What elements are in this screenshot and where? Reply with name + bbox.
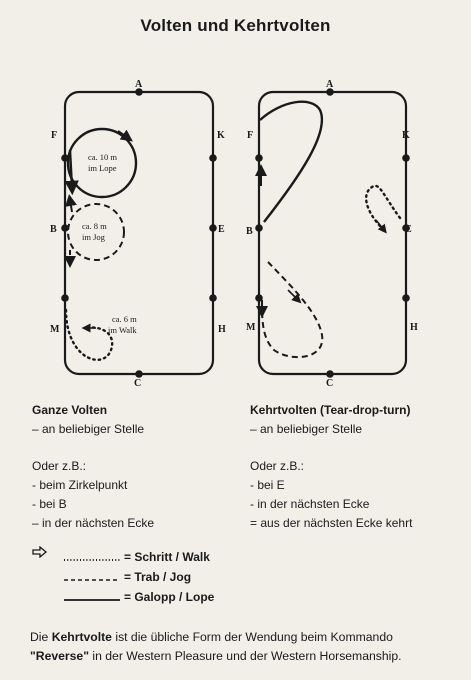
marker-dot-k-r xyxy=(402,154,410,162)
marker-dot-f xyxy=(61,154,69,162)
bottom-text-3: in der Western Pleasure und der Western … xyxy=(89,649,402,663)
circle-jog-label-1: ca. 8 m xyxy=(82,221,107,231)
left-item: – in der nächsten Ecke xyxy=(32,516,155,530)
right-line: – an beliebiger Stelle xyxy=(250,422,363,436)
marker-dot-a-r xyxy=(326,88,334,96)
letter-f-r: F xyxy=(247,130,253,141)
arena-right-border xyxy=(257,90,408,376)
circle-jog-label-2: im Jog xyxy=(82,232,106,242)
right-oder: Oder z.B.: xyxy=(250,459,305,473)
letter-k: K xyxy=(217,130,225,141)
circle-lope-label-2: im Lope xyxy=(88,163,117,173)
circle-walk-path xyxy=(64,308,114,361)
right-heading: Kehrtvolten (Tear-drop-turn) xyxy=(250,403,411,417)
marker-dot-a xyxy=(135,88,143,96)
hollow-arrow-right-icon xyxy=(32,546,48,558)
circle-walk-label-1: ca. 6 m xyxy=(112,314,137,324)
letter-b: B xyxy=(50,224,57,235)
legend-label-walk: = Schritt / Walk xyxy=(124,550,210,564)
teardrop-jog-path xyxy=(261,261,324,359)
right-column: Kehrtvolten (Tear-drop-turn) – an belieb… xyxy=(250,401,412,533)
marker-dot-h-r xyxy=(402,294,410,302)
circle-jog-path xyxy=(67,203,125,261)
letter-b-r: B xyxy=(246,226,253,237)
letter-k-r: K xyxy=(402,130,410,141)
right-item: - bei E xyxy=(250,478,285,492)
marker-dot-c xyxy=(135,370,143,378)
circle-lope-label-1: ca. 10 m xyxy=(88,152,117,162)
letter-e-r: E xyxy=(405,224,412,235)
bottom-bold-reverse: "Reverse" xyxy=(30,649,89,663)
left-heading: Ganze Volten xyxy=(32,403,108,417)
circle-lope-path xyxy=(66,127,138,199)
legend-label-lope: = Galopp / Lope xyxy=(124,590,215,604)
marker-dot-m-r xyxy=(255,294,263,302)
left-item: - bei B xyxy=(32,497,67,511)
arena-right: A F K B E M H C xyxy=(246,79,418,389)
letter-e: E xyxy=(218,224,225,235)
bottom-bold-kehrtvolte: Kehrtvolte xyxy=(51,630,112,644)
letter-c: C xyxy=(134,378,141,389)
marker-dot-m xyxy=(61,294,69,302)
arena-diagrams: A F K B E M H C ca. 10 m im Lope ca. 8 m… xyxy=(50,79,418,389)
teardrop-walk-path xyxy=(364,184,402,230)
marker-dot-h xyxy=(209,294,217,302)
marker-dot-c-r xyxy=(326,370,334,378)
page-title: Volten und Kehrtvolten xyxy=(140,16,331,35)
letter-m: M xyxy=(50,324,60,335)
bottom-text-1: Die xyxy=(30,630,52,644)
teardrop-lope-path xyxy=(259,100,324,223)
arena-left: A F K B E M H C ca. 10 m im Lope ca. 8 m… xyxy=(50,79,226,389)
letter-a-r: A xyxy=(326,79,334,90)
marker-dot-e xyxy=(209,224,217,232)
letter-c-r: C xyxy=(326,378,333,389)
left-oder: Oder z.B.: xyxy=(32,459,87,473)
letter-f: F xyxy=(51,130,57,141)
left-item: - beim Zirkelpunkt xyxy=(32,478,128,492)
circle-walk-label-2: im Walk xyxy=(108,325,137,335)
marker-dot-b-r xyxy=(255,224,263,232)
bottom-paragraph: Die Kehrtvolte ist die übliche Form der … xyxy=(30,628,450,666)
legend-label-jog: = Trab / Jog xyxy=(124,570,192,584)
marker-dot-f-r xyxy=(255,154,263,162)
lope-arrow xyxy=(64,149,79,196)
marker-dot-k xyxy=(209,154,217,162)
marker-dot-b xyxy=(61,224,69,232)
letter-a: A xyxy=(135,79,143,90)
letter-m-r: M xyxy=(246,322,256,333)
left-line: – an beliebiger Stelle xyxy=(32,422,145,436)
letter-h-r: H xyxy=(410,322,418,333)
marker-dot-e-r xyxy=(402,224,410,232)
bottom-text-2: ist die übliche Form der Wendung beim Ko… xyxy=(111,630,393,644)
left-column: Ganze Volten – an beliebiger Stelle Oder… xyxy=(32,401,154,533)
right-item: = aus der nächsten Ecke kehrt xyxy=(250,516,413,530)
right-item: - in der nächsten Ecke xyxy=(250,497,370,511)
letter-h: H xyxy=(218,324,226,335)
